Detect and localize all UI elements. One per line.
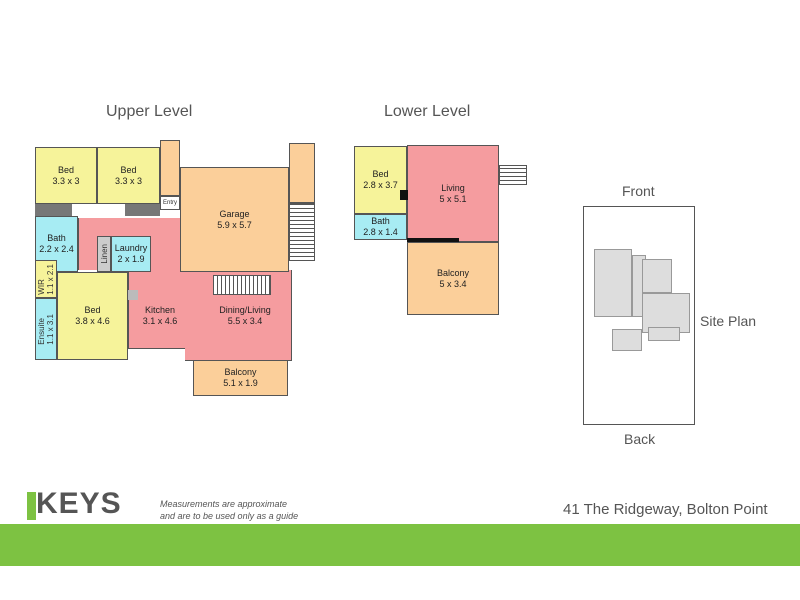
linen: Linen (97, 236, 111, 272)
lower-bath: Bath 2.8 x 1.4 (354, 214, 407, 240)
disclaimer-line-1: Measurements are approximate (160, 499, 288, 509)
upper-bed-3-dim: 3.8 x 4.6 (75, 316, 110, 326)
laundry-label: Laundry (114, 243, 148, 253)
lower-living-label: Living (441, 182, 465, 193)
kitchen-label: Kitchen (144, 305, 176, 315)
upper-level-title: Upper Level (106, 103, 193, 120)
lower-level-title: Lower Level (384, 103, 471, 120)
dining-label: Dining/Living (219, 305, 271, 315)
garage: Garage 5.9 x 5.7 (180, 167, 289, 272)
lower-bed: Bed 2.8 x 3.7 (354, 146, 407, 214)
logo-bar (27, 492, 36, 520)
upper-bed-2-label: Bed (120, 164, 137, 175)
lower-bath-label: Bath (371, 216, 390, 226)
garage-dim: 5.9 x 5.7 (217, 219, 252, 230)
site-plan-label: Site Plan (700, 313, 757, 329)
garage-label: Garage (219, 208, 250, 219)
lower-bath-dim: 2.8 x 1.4 (363, 227, 398, 237)
ensuite-label: Ensuite (37, 317, 46, 345)
lower-balcony-dim: 5 x 3.4 (439, 278, 467, 289)
site-front-label: Front (622, 183, 655, 199)
site-boundary (583, 206, 695, 425)
upper-bath-label: Bath (47, 233, 66, 243)
linen-label: Linen (99, 244, 109, 264)
lower-balcony-label: Balcony (436, 267, 470, 278)
upper-balcony-label: Balcony (224, 367, 257, 377)
site-back-label: Back (624, 431, 656, 447)
upper-bed-2: Bed 3.3 x 3 (97, 147, 160, 204)
lower-stairs (499, 165, 527, 185)
kitchen-bench (128, 348, 185, 361)
lower-bed-dim: 2.8 x 3.7 (363, 180, 398, 190)
upper-bed-1-label: Bed (57, 164, 74, 175)
upper-bed-1-dim: 3.3 x 3 (52, 175, 80, 186)
upper-balcony-dim: 5.1 x 1.9 (223, 378, 258, 388)
kitchen-dim: 3.1 x 4.6 (142, 316, 178, 326)
wir-dim: 1.1 x 2.1 (46, 263, 55, 295)
wardrobe (35, 204, 72, 216)
lower-balcony: Balcony 5 x 3.4 (407, 242, 499, 315)
laundry: Laundry 2 x 1.9 (111, 236, 151, 272)
upper-bed-3: Bed 3.8 x 4.6 (57, 272, 128, 360)
ensuite-dim: 1.1 x 3.1 (46, 313, 55, 345)
lower-bed-label: Bed (372, 169, 389, 179)
lower-living-dim: 5 x 5.1 (439, 193, 467, 204)
upper-bed-2-dim: 3.3 x 3 (114, 175, 143, 186)
laundry-dim: 2 x 1.9 (117, 254, 145, 264)
upper-balcony: Balcony 5.1 x 1.9 (193, 360, 288, 396)
property-address: 41 The Ridgeway, Bolton Point (563, 501, 768, 518)
disclaimer: Measurements are approximate and are to … (160, 498, 298, 522)
upper-bed-1: Bed 3.3 x 3 (35, 147, 97, 204)
wardrobe (125, 204, 160, 216)
garage-stairs (289, 203, 315, 261)
upper-bed-3-label: Bed (84, 305, 101, 315)
entry-label: Entry (160, 196, 180, 210)
keys-logo: KEYS (36, 487, 122, 520)
wir-label: WIR (37, 278, 46, 295)
footer-bar (0, 524, 800, 566)
internal-stairs (213, 275, 271, 295)
lower-living: Living 5 x 5.1 (407, 145, 499, 242)
dining-dim: 5.5 x 3.4 (227, 316, 263, 326)
disclaimer-line-2: and are to be used only as a guide (160, 511, 299, 521)
upper-bath-dim: 2.2 x 2.4 (39, 244, 74, 254)
